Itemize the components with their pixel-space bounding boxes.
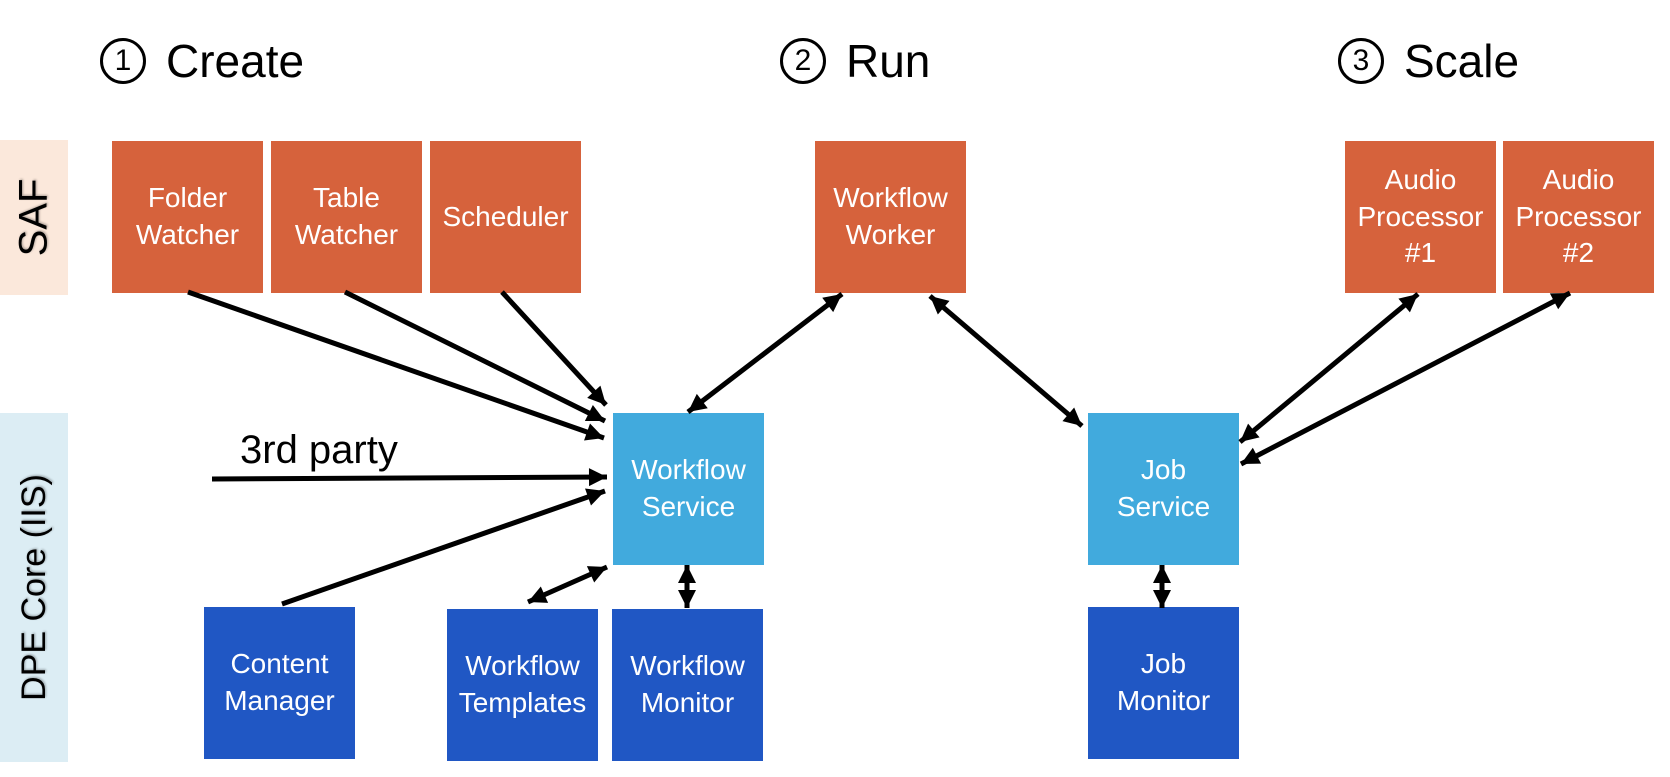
arrow-workflow-service-workflow-worker — [686, 292, 844, 414]
node-workflow-templates: Workflow Templates — [447, 609, 598, 761]
lane-dpe-core-iis: DPE Core (IIS) — [0, 413, 68, 762]
arrow-scheduler-to-workflow-service — [500, 290, 608, 407]
circled-number-1-icon: 1 — [100, 38, 146, 84]
phase-label-run: Run — [846, 35, 931, 87]
node-table-watcher: Table Watcher — [271, 141, 422, 293]
node-content-manager: Content Manager — [204, 607, 355, 759]
node-job-service: Job Service — [1088, 413, 1239, 565]
arrow-table-watcher-to-workflow-service — [343, 289, 607, 424]
lane-dpe-core-iis-label: DPE Core (IIS) — [14, 474, 53, 701]
node-workflow-service: Workflow Service — [613, 413, 764, 565]
arrow-workflow-service-workflow-templates — [526, 564, 609, 605]
arrow-third-party-to-workflow-service — [211, 468, 608, 487]
phase-label-create: Create — [166, 35, 305, 87]
arrow-content-manager-to-workflow-service — [281, 488, 606, 607]
node-workflow-monitor: Workflow Monitor — [612, 609, 763, 761]
node-workflow-worker: Workflow Worker — [815, 141, 966, 293]
node-audio-processor-2: Audio Processor #2 — [1503, 141, 1654, 293]
phase-heading-run: 2 Run — [780, 38, 930, 84]
phase-heading-create: 1 Create — [100, 38, 304, 84]
node-audio-processor-1: Audio Processor #1 — [1345, 141, 1496, 293]
circled-number-3-icon: 3 — [1338, 38, 1384, 84]
lane-saf-label: SAF — [11, 178, 56, 257]
node-scheduler: Scheduler — [430, 141, 581, 293]
arrow-job-service-audio-processor-1 — [1238, 292, 1420, 444]
phase-label-scale: Scale — [1404, 35, 1520, 87]
arrow-folder-watcher-to-workflow-service — [187, 289, 605, 441]
third-party-label: 3rd party — [240, 428, 398, 472]
node-job-monitor: Job Monitor — [1088, 607, 1239, 759]
lane-saf: SAF — [0, 140, 68, 295]
arrow-job-service-audio-processor-2 — [1239, 290, 1572, 467]
phase-heading-scale: 3 Scale — [1338, 38, 1519, 84]
arrow-workflow-worker-job-service — [928, 294, 1084, 428]
node-folder-watcher: Folder Watcher — [112, 141, 263, 293]
circled-number-2-icon: 2 — [780, 38, 826, 84]
